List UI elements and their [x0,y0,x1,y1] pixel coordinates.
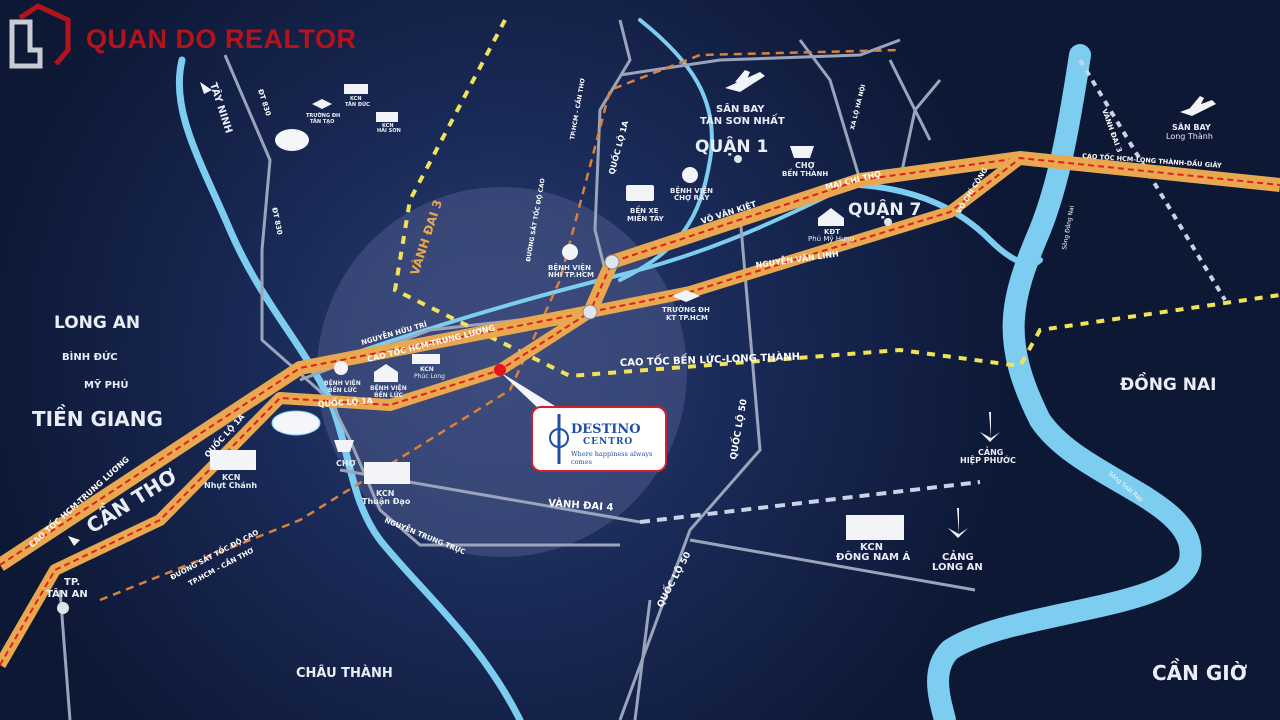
poi-label: Nhựt Chánh [204,481,257,490]
bus-icon [626,185,654,201]
cart-icon [790,146,814,158]
poi-label: BẾN XE [630,205,659,215]
airplane-icon [725,70,765,92]
factory-icon [846,515,904,540]
poi-label: CẢNG [942,549,974,563]
factory-icon [344,84,368,94]
arrow-down-left-icon [68,532,84,546]
poi-label: KT TP.HCM [666,314,708,322]
ring-road-3 [392,19,1280,379]
cart-icon [334,440,354,452]
poi-label: KCN [376,489,394,498]
poi-label: CHỢ [336,459,356,468]
anchor-icon [948,508,968,538]
project-marker[interactable] [494,364,506,376]
railway-hsr [99,48,901,602]
region-chau-thanh: CHÂU THÀNH [296,665,393,681]
city-dot [57,602,69,614]
hospital-icon [334,361,348,375]
region-long-an: LONG AN [54,313,140,333]
factory-icon [210,450,256,470]
region-dong-nai: ĐỒNG NAI [1120,371,1217,395]
region-binh-duc: BÌNH ĐỨC [62,350,118,363]
callout-pointer [500,372,555,410]
poi-label: BỆNH VIỆN [370,384,407,392]
poi-label: KCN [350,96,362,102]
destino-logo-icon [549,414,569,464]
airplane-icon [1180,96,1216,116]
river-dong-nai [927,44,1202,720]
poi-label: NHI TP.HCM [548,271,594,279]
poi-label: CHỢ RẪY [674,192,710,202]
house-icon [818,208,844,226]
poi-label: KCN [222,473,240,482]
hospital-icon [562,244,578,260]
poi-label: TÂN SƠN NHẤT [700,112,785,127]
poi-label: TÂN ĐỨC [345,101,370,108]
project-name: DESTINO [571,422,641,437]
poi-label: Phú Mỹ Hưng [808,235,854,243]
project-subname: CENTRO [583,437,634,447]
district-quan-1: QUẬN 1 [695,135,768,157]
poi-label: Long Thành [1166,132,1213,141]
poi-label: SÂN BAY [716,102,765,115]
brand-name: QUAN DO REALTOR [86,24,357,54]
poi-label: TRƯỜNG ĐH [306,112,340,119]
interchange [582,304,598,320]
city-tan-an-line1: TP. [64,577,80,588]
poi-label: ĐÔNG NAM Á [836,550,910,563]
poi-label: BẾN LỨC [374,391,404,399]
poi-label: BẾN THÀNH [782,168,828,178]
river-nha-be [857,182,1043,267]
poi-label: Phúc Long [414,373,445,380]
poi-label: TRƯỜNG ĐH [662,305,710,314]
factory-icon [376,112,398,122]
hospital-icon [682,167,698,183]
district-quan-7: QUẬN 7 [848,198,921,220]
poi-label: TÂN TẠO [310,118,334,125]
brand-logo-icon [9,3,71,69]
ring-road-3-east [1078,58,1227,302]
pearl-logo [271,410,321,436]
poi-label: BẾN LỨC [328,386,358,394]
ring-road-4-dashed [639,480,981,524]
poi-label: BỆNH VIỆN [670,186,713,195]
bank-icon [374,364,398,382]
poi-label: CHỢ [795,161,815,170]
graduation-cap-icon [672,290,700,302]
poi-label: BỆNH VIỆN [548,263,591,272]
lago-logo [275,129,309,151]
poi-label: HIỆP PHƯỚC [960,454,1016,465]
region-can-gio: CẦN GIỜ [1152,659,1248,685]
poi-label: HẢI SƠN [377,126,401,134]
poi-label: KCN [382,123,394,129]
graduation-cap-icon [312,99,332,109]
district-dot [734,155,742,163]
poi-label: MIỀN TÂY [627,213,665,223]
poi-label: KCN [420,366,434,373]
project-tagline: Where happiness always comes [571,450,653,466]
river-saigon-branch [318,178,862,367]
poi-label: BỆNH VIỆN [324,379,361,387]
anchor-icon [980,412,1000,442]
project-callout[interactable]: DESTINO CENTRO Where happiness always co… [531,406,667,472]
factory-icon [364,462,410,484]
interchange [604,254,620,270]
region-tien-giang: TIỀN GIANG [32,405,163,431]
city-tan-an-line2: TÂN AN [46,587,88,600]
factory-icon [412,354,440,364]
poi-label: SÂN BAY [1172,121,1211,132]
poi-label: CẢNG [978,446,1003,457]
district-dot [884,218,892,226]
region-my-phu: MỸ PHÚ [84,378,129,391]
poi-label: Thuận Đạo [362,497,411,506]
poi-label: KĐT [824,228,840,236]
arrow-up-left-icon [200,82,212,94]
poi-label: KCN [860,542,883,553]
poi-label: LONG AN [932,562,983,573]
